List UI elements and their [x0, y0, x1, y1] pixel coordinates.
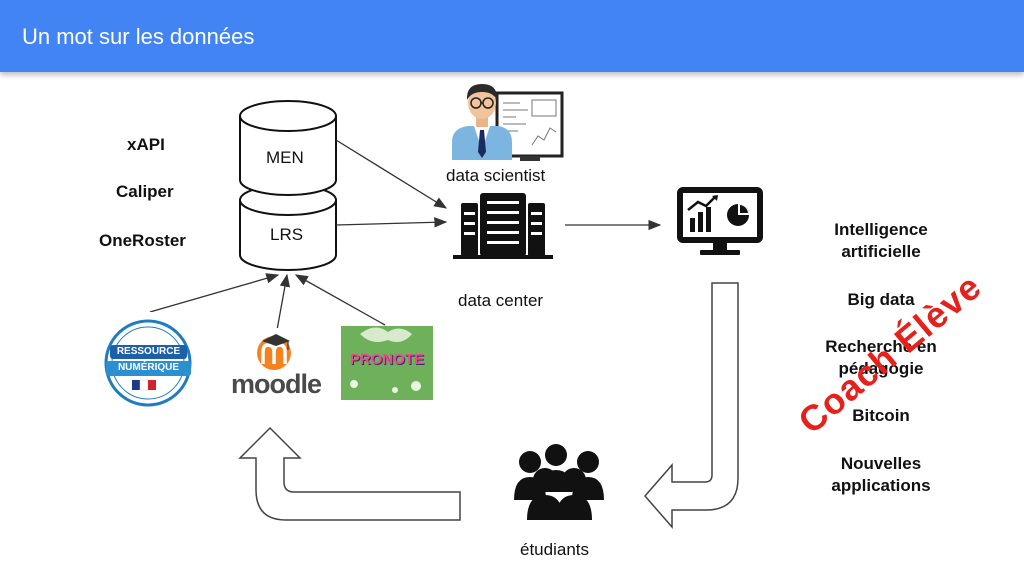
- topic-bitcoin: Bitcoin: [852, 406, 910, 425]
- db-lrs-label: LRS: [270, 225, 304, 244]
- data-scientist-icon: [452, 84, 564, 161]
- standard-oneroster: OneRoster: [99, 231, 186, 250]
- pronote-wordmark: PRONOTE: [349, 351, 425, 368]
- arrow-to-students: [644, 282, 739, 530]
- database-stack: [239, 100, 337, 271]
- page-title: Un mot sur les données: [22, 24, 255, 49]
- students-group-icon: [514, 444, 604, 520]
- lrs-cylinder: [239, 200, 337, 271]
- moodle-logo: [207, 328, 342, 403]
- arrow-moodle-to-lrs: [276, 273, 291, 331]
- pronote-logo: [341, 326, 433, 400]
- db-men-label: MEN: [266, 148, 304, 167]
- standard-caliper: Caliper: [116, 182, 174, 201]
- arrow-pronote-to-lrs: [294, 274, 386, 326]
- server-icon: [453, 193, 553, 259]
- ressource-line2: NUMÉRIQUE: [117, 362, 180, 373]
- topic-bigdata: Big data: [847, 290, 915, 309]
- men-cylinder-top: [239, 100, 337, 132]
- arrow-ressource-to-lrs: [149, 273, 280, 313]
- title-bar: Un mot sur les données: [0, 0, 1024, 72]
- topic-apps: Nouvelles applications: [831, 454, 931, 495]
- arrow-to-sources: [238, 426, 461, 521]
- men-cylinder: [239, 116, 337, 196]
- arrow-men-to-datacenter: [335, 139, 448, 209]
- topic-ai: Intelligence artificielle: [834, 220, 928, 261]
- data-scientist-label: data scientist: [446, 166, 546, 185]
- arrow-lrs-to-datacenter: [335, 217, 448, 228]
- moodle-wordmark: moodle: [230, 369, 322, 399]
- dashboard-monitor-icon: [677, 187, 763, 255]
- students-label: étudiants: [520, 540, 589, 559]
- standard-xapi: xAPI: [127, 135, 165, 154]
- ressource-numerique-logo: [93, 312, 206, 415]
- data-center-label: data center: [458, 291, 544, 310]
- topic-research: Recherche en pédagogie: [825, 337, 937, 378]
- ressource-line1: RESSOURCE: [116, 346, 181, 357]
